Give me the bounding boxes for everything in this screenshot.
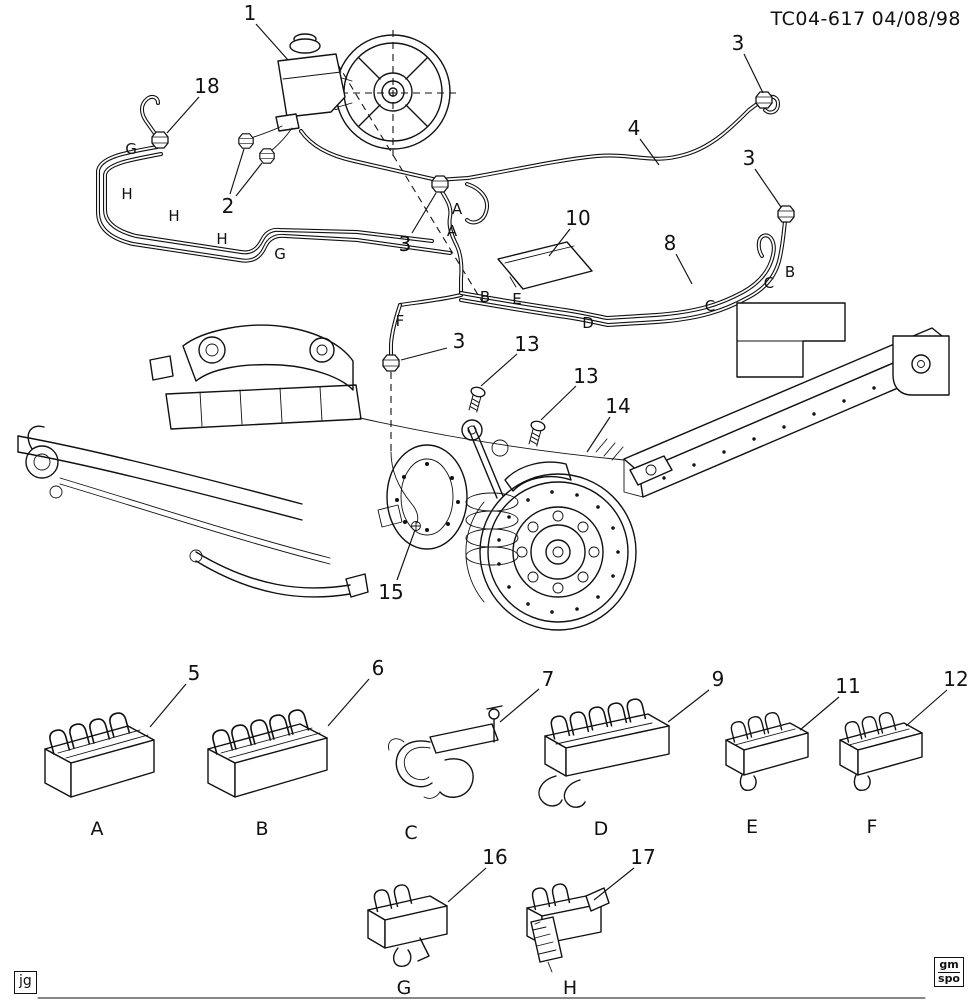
org-tag-gm: gm — [939, 958, 959, 971]
clip-label-H: H — [562, 977, 578, 999]
leader-line — [905, 689, 948, 727]
clip-label-D: D — [593, 818, 609, 840]
leader-line — [166, 96, 200, 134]
clip-f-illustration — [839, 710, 923, 791]
leader-line — [447, 867, 487, 903]
master-cylinder — [250, 33, 346, 152]
org-tag-box: gm spo — [934, 957, 964, 988]
clip-label-E: E — [745, 816, 759, 838]
artist-tag-box: jg — [14, 971, 37, 994]
pipe-label-A: A — [451, 200, 463, 218]
leader-line — [540, 385, 577, 421]
callout-11: 11 — [835, 674, 861, 698]
clip-b-illustration — [207, 707, 328, 798]
doc-date: 04/08/98 — [871, 8, 961, 30]
frame-rail — [359, 302, 950, 498]
pipe-label-H: H — [121, 185, 133, 203]
clip-d-illustration — [538, 696, 670, 808]
callout-3: 3 — [731, 31, 745, 55]
front-suspension — [17, 324, 572, 598]
pipe-label-G: G — [274, 245, 286, 263]
pipe-label-G: G — [125, 140, 137, 158]
leader-line — [255, 23, 289, 61]
leader-line — [396, 529, 416, 581]
callout-16: 16 — [482, 845, 508, 869]
pipe-label-B: B — [784, 263, 796, 281]
clip-label-B: B — [255, 818, 269, 840]
leader-line — [593, 867, 635, 901]
brake-rotor — [465, 473, 637, 631]
clip-label-C: C — [404, 822, 418, 844]
leader-line — [400, 347, 448, 361]
callout-8: 8 — [663, 231, 677, 255]
clip-h-illustration — [526, 882, 610, 973]
leader-line — [480, 353, 518, 387]
pipe-label-B: B — [479, 288, 491, 306]
clip-e-illustration — [725, 710, 809, 791]
callout-17: 17 — [630, 845, 656, 869]
shield-plate — [497, 241, 593, 290]
callout-3: 3 — [398, 232, 412, 256]
callout-13: 13 — [573, 364, 599, 388]
callout-3: 3 — [742, 146, 756, 170]
leader-lines — [149, 23, 948, 903]
pipe-label-D: D — [582, 314, 594, 332]
callout-3: 3 — [452, 329, 466, 353]
callout-12: 12 — [943, 667, 969, 691]
callout-14: 14 — [605, 394, 631, 418]
org-tag-spo: spo — [938, 971, 960, 985]
clip-c-illustration — [388, 705, 503, 799]
artist-tag: jg — [19, 973, 32, 989]
pipe-label-E: E — [512, 290, 522, 308]
leader-line — [229, 148, 245, 195]
clip-a-illustration — [44, 710, 155, 798]
leader-line — [327, 678, 370, 727]
construction-lines — [329, 30, 484, 452]
leader-line — [149, 683, 187, 728]
leader-line — [235, 162, 263, 197]
leader-line — [499, 688, 540, 723]
leader-line — [743, 53, 764, 94]
callout-18: 18 — [194, 74, 220, 98]
clip-g-illustration — [367, 882, 448, 967]
leader-line — [411, 192, 437, 234]
doc-number: TC04-617 — [770, 8, 866, 30]
callout-13: 13 — [514, 332, 540, 356]
leader-line — [675, 253, 693, 285]
leader-line — [548, 228, 571, 257]
callout-2: 2 — [221, 194, 235, 218]
leader-line — [667, 689, 710, 723]
pipe-label-H: H — [168, 207, 180, 225]
callout-15: 15 — [378, 580, 404, 604]
clip-label-A: A — [90, 818, 104, 840]
callout-4: 4 — [627, 116, 641, 140]
clip-label-G: G — [396, 977, 412, 999]
leader-line — [799, 696, 840, 731]
callout-5: 5 — [187, 661, 201, 685]
leader-line — [639, 138, 660, 166]
pipe-label-C: C — [704, 297, 716, 315]
callout-6: 6 — [371, 656, 385, 680]
callout-10: 10 — [565, 206, 591, 230]
pipe-label-C: C — [763, 274, 775, 292]
pipe-label-H: H — [216, 230, 228, 248]
callout-7: 7 — [541, 667, 555, 691]
leader-line — [586, 416, 611, 453]
callout-9: 9 — [711, 667, 725, 691]
clip-label-F: F — [866, 816, 878, 838]
pipe-label-A: A — [446, 222, 458, 240]
callout-1: 1 — [243, 1, 257, 25]
pipe-label-F: F — [395, 312, 405, 330]
leader-line — [754, 168, 782, 208]
